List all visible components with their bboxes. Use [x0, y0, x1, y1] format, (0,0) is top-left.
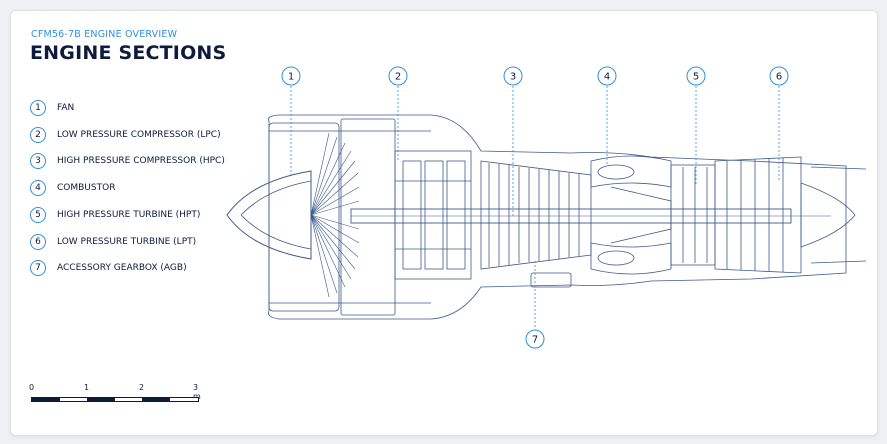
legend-item-combustor: 4 COMBUSTOR — [30, 179, 115, 197]
legend-number-badge: 7 — [30, 260, 46, 276]
exhaust-cone — [800, 182, 856, 248]
combustor-chamber — [590, 155, 672, 275]
engine-cutaway-drawing: 1 2 3 4 5 6 7 — [226, 66, 867, 349]
svg-text:7: 7 — [532, 335, 538, 346]
callout-3: 3 — [503, 66, 523, 86]
scale-tick-label: 0 — [29, 383, 35, 392]
legend-label: COMBUSTOR — [57, 183, 116, 193]
legend-number-badge: 3 — [30, 153, 46, 169]
callout-5: 5 — [686, 66, 706, 86]
svg-text:1: 1 — [288, 72, 294, 83]
legend-number-badge: 2 — [30, 127, 46, 143]
legend-number-badge: 4 — [30, 180, 46, 196]
fan-blades — [310, 132, 360, 298]
legend-number-badge: 1 — [30, 100, 46, 116]
legend-item-hpc: 3 HIGH PRESSURE COMPRESSOR (HPC) — [30, 152, 225, 170]
scale-segment — [32, 398, 60, 401]
legend-label: HIGH PRESSURE COMPRESSOR (HPC) — [57, 156, 225, 166]
accessory-gearbox — [530, 272, 572, 288]
legend-label: HIGH PRESSURE TURBINE (HPT) — [57, 210, 201, 220]
scale-bar: 0 1 2 3 m — [29, 383, 201, 413]
callout-4: 4 — [597, 66, 617, 86]
legend-label: FAN — [57, 103, 75, 113]
diagram-subtitle: CFM56-7B ENGINE OVERVIEW — [31, 29, 178, 40]
diagram-title: ENGINE SECTIONS — [30, 42, 227, 64]
svg-text:4: 4 — [604, 72, 610, 83]
legend-item-fan: 1 FAN — [30, 99, 74, 117]
scale-segment — [115, 398, 142, 401]
scale-segment — [60, 398, 87, 401]
svg-text:6: 6 — [776, 72, 782, 83]
scale-tick-label: 2 — [139, 383, 145, 392]
hpt-section — [670, 164, 716, 266]
legend-item-agb: 7 ACCESSORY GEARBOX (AGB) — [30, 259, 187, 277]
callout-1: 1 — [281, 66, 301, 86]
legend-number-badge: 5 — [30, 207, 46, 223]
engine-diagram-card: CFM56-7B ENGINE OVERVIEW ENGINE SECTIONS… — [10, 10, 878, 436]
scale-tick-label: 1 — [84, 383, 90, 392]
fan-case — [268, 122, 340, 312]
legend-label: ACCESSORY GEARBOX (AGB) — [57, 263, 187, 273]
scale-segment — [170, 398, 198, 401]
legend-label: LOW PRESSURE TURBINE (LPT) — [57, 237, 197, 247]
scale-tick-label: 3 m — [193, 383, 201, 401]
svg-text:5: 5 — [693, 72, 699, 83]
svg-text:3: 3 — [510, 72, 516, 83]
scale-segment — [142, 398, 170, 401]
legend-number-badge: 6 — [30, 234, 46, 250]
callout-7: 7 — [525, 329, 545, 349]
scale-segment — [87, 398, 115, 401]
nacelle-outline — [268, 114, 847, 320]
legend-item-lpt: 6 LOW PRESSURE TURBINE (LPT) — [30, 233, 196, 251]
lpt-section — [714, 156, 802, 274]
scale-ruler — [31, 397, 199, 402]
lpc-housing — [394, 150, 472, 280]
legend-item-hpt: 5 HIGH PRESSURE TURBINE (HPT) — [30, 206, 200, 224]
legend-item-lpc: 2 LOW PRESSURE COMPRESSOR (LPC) — [30, 126, 221, 144]
callout-6: 6 — [769, 66, 789, 86]
hpc-stages — [480, 160, 592, 270]
svg-text:2: 2 — [395, 72, 401, 83]
callout-2: 2 — [388, 66, 408, 86]
legend-label: LOW PRESSURE COMPRESSOR (LPC) — [57, 130, 221, 140]
